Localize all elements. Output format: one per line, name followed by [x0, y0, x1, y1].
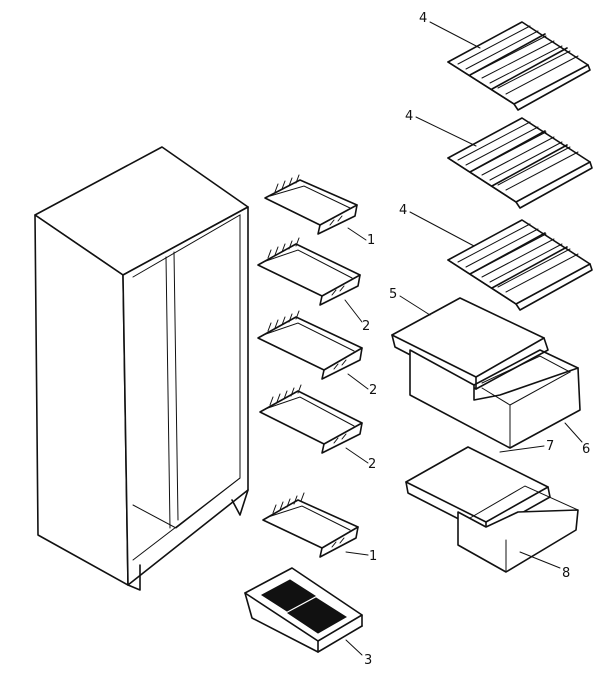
wire-shelf-middle: [447, 117, 593, 209]
callout-shelf-2-a: 2: [362, 319, 370, 334]
callout-wire-shelf-bottom: 4: [399, 203, 407, 218]
door-shelf-2-c: [259, 384, 363, 454]
callout-shelf-1-upper: 1: [367, 233, 375, 248]
door-shelf-1-lower: [262, 492, 359, 558]
callout-wire-shelf-middle: 4: [405, 109, 413, 124]
callout-crisper-cover-upper: 5: [389, 287, 397, 302]
kick-plate-grille: [244, 567, 363, 653]
leader-lines: [344, 21, 583, 656]
callout-labels: 1 2 2 2 1 3 4 4 4 5 6 7 8: [362, 11, 590, 668]
crisper-upper: [391, 297, 581, 449]
callout-wire-shelf-top: 4: [419, 11, 427, 26]
wire-shelf-bottom: [447, 219, 593, 311]
crisper-lower: [405, 446, 579, 573]
door-shelf-2-b: [257, 310, 363, 380]
callout-crisper-pan-upper: 6: [582, 442, 590, 457]
door-shelf-2-a: [257, 237, 361, 306]
callout-shelf-2-b: 2: [369, 383, 377, 398]
door-shelf-1-upper: [264, 174, 358, 235]
callout-crisper-pan-lower: 8: [562, 566, 570, 581]
refrigerator-cabinet: [34, 146, 249, 591]
wire-shelf-top: [447, 21, 591, 111]
callout-shelf-1-lower: 1: [369, 549, 377, 564]
callout-crisper-cover-lower: 7: [546, 439, 554, 454]
callout-kick-plate: 3: [364, 653, 372, 668]
callout-shelf-2-c: 2: [368, 457, 376, 472]
